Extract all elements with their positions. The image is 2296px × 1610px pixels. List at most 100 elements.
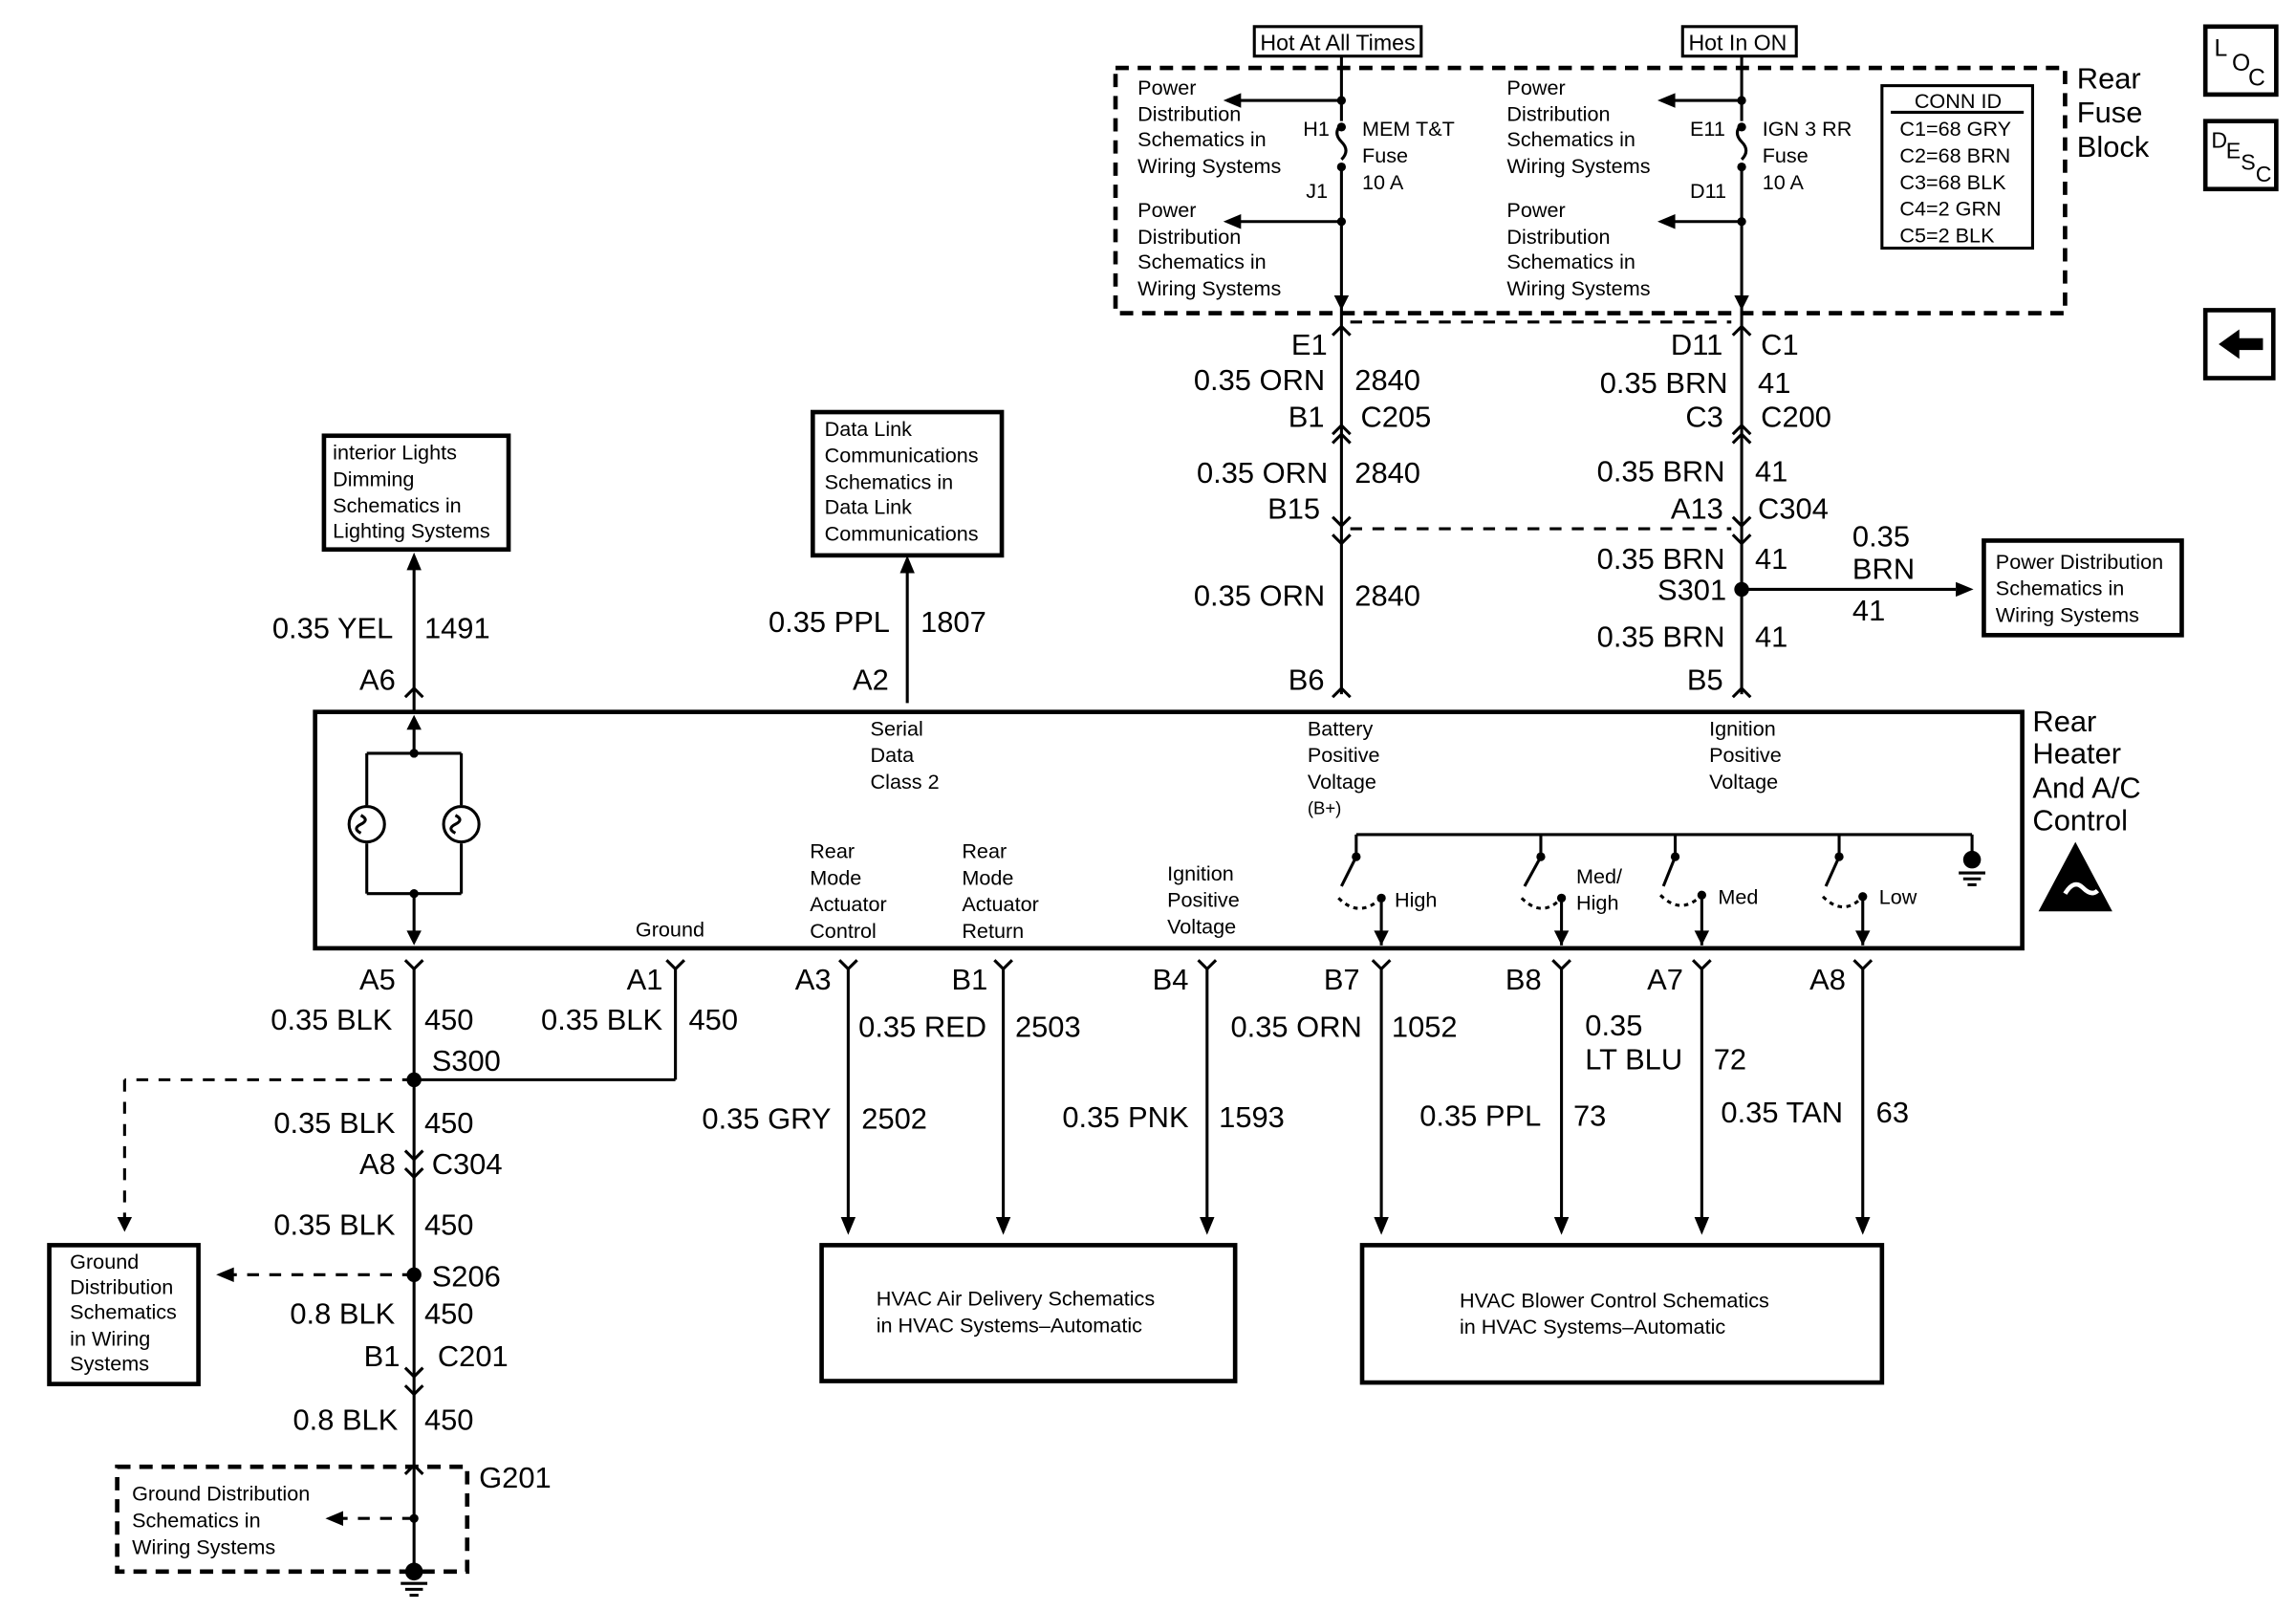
svg-text:Wiring Systems: Wiring Systems xyxy=(1996,602,2139,626)
orn-num-2: 2840 xyxy=(1354,456,1420,490)
svg-text:450: 450 xyxy=(424,1106,474,1140)
hot-in-on-label: Hot In ON xyxy=(1688,31,1787,55)
svg-text:Voltage: Voltage xyxy=(1308,770,1376,794)
svg-text:S: S xyxy=(2241,150,2255,175)
svg-text:Distribution: Distribution xyxy=(1137,102,1241,126)
svg-text:Wiring Systems: Wiring Systems xyxy=(132,1534,275,1558)
ground-label: Ground xyxy=(636,918,704,942)
svg-text:C304: C304 xyxy=(432,1147,503,1181)
hvac-air-delivery-box xyxy=(819,1243,1238,1383)
svg-text:Ignition: Ignition xyxy=(1167,861,1234,885)
pin-j1: J1 xyxy=(1306,179,1328,203)
svg-text:2503: 2503 xyxy=(1015,1011,1081,1044)
svg-text:Systems: Systems xyxy=(70,1352,149,1376)
svg-text:C5=2 BLK: C5=2 BLK xyxy=(1899,223,1995,247)
power-dist-box-4: Power Distribution Schematics in Wiring … xyxy=(1506,198,1650,300)
loc-button[interactable]: L O C xyxy=(2202,24,2279,98)
svg-text:Schematics in: Schematics in xyxy=(825,469,954,493)
brn-num-2: 41 xyxy=(1755,455,1787,489)
svg-text:Power: Power xyxy=(1506,76,1565,99)
svg-text:0.35 BLK: 0.35 BLK xyxy=(273,1208,395,1242)
brn-num-1: 41 xyxy=(1758,366,1790,400)
svg-text:0.35 GRY: 0.35 GRY xyxy=(702,1101,831,1135)
svg-text:10 A: 10 A xyxy=(1763,170,1805,194)
svg-text:Data Link: Data Link xyxy=(825,417,912,441)
serial-data-label: Serial Data Class 2 xyxy=(871,716,940,794)
svg-text:Schematics in: Schematics in xyxy=(1996,577,2125,600)
svg-text:Positive: Positive xyxy=(1167,888,1240,912)
svg-text:IGN 3 RR: IGN 3 RR xyxy=(1763,117,1852,141)
power-dist-box-1: Power Distribution Schematics in Wiring … xyxy=(1137,76,1281,178)
svg-text:72: 72 xyxy=(1714,1043,1746,1077)
svg-text:O: O xyxy=(2232,51,2250,76)
yel-num: 1491 xyxy=(424,611,490,644)
svg-text:Schematics: Schematics xyxy=(70,1300,177,1324)
svg-text:Rear: Rear xyxy=(2032,705,2096,738)
svg-text:Voltage: Voltage xyxy=(1167,914,1236,938)
svg-text:in HVAC Systems–Automatic: in HVAC Systems–Automatic xyxy=(1460,1315,1725,1338)
svg-text:B4: B4 xyxy=(1153,963,1189,996)
svg-text:Distribution: Distribution xyxy=(1506,102,1610,126)
pin-d11-fuse: D11 xyxy=(1690,179,1726,203)
svg-text:Actuator: Actuator xyxy=(962,892,1038,916)
switch-med-high-label-1: Med/ xyxy=(1576,864,1622,888)
orn-num-1: 2840 xyxy=(1354,363,1420,397)
pin-a2: A2 xyxy=(853,663,889,696)
svg-text:0.35 BLK: 0.35 BLK xyxy=(541,1003,662,1036)
svg-text:1593: 1593 xyxy=(1219,1100,1285,1134)
svg-text:Ignition: Ignition xyxy=(1709,716,1776,740)
svg-text:E: E xyxy=(2226,138,2241,163)
air-delivery-circuit-labels: 0.35 RED 2503 0.35 GRY 2502 0.35 PNK 159… xyxy=(702,1011,1284,1136)
ground-symbol-icon xyxy=(1959,850,1985,886)
dimmer-bulb-icon xyxy=(442,805,481,844)
rear-heater-ac-control-module xyxy=(313,709,2025,951)
rear-fuse-block-title-3: Block xyxy=(2077,130,2150,163)
svg-text:0.35 PPL: 0.35 PPL xyxy=(1419,1099,1541,1132)
svg-text:10 A: 10 A xyxy=(1362,170,1404,194)
hot-in-on-box xyxy=(1680,25,1798,58)
svg-text:Positive: Positive xyxy=(1308,743,1380,767)
ignition-bottom-label: Ignition Positive Voltage xyxy=(1167,861,1240,939)
module-title: Rear Heater And A/C Control xyxy=(2032,705,2140,838)
svg-text:450: 450 xyxy=(424,1208,474,1242)
power-dist-right-box xyxy=(1982,538,2184,638)
ground-circuit-labels: 0.35 BLK 450 0.35 BLK 450 S300 0.35 BLK … xyxy=(271,1003,738,1494)
back-button[interactable] xyxy=(2202,308,2276,381)
interior-lights-box xyxy=(321,433,511,553)
brn-c200: C200 xyxy=(1761,400,1831,433)
svg-text:0.35: 0.35 xyxy=(1585,1009,1642,1042)
svg-text:0.35 BLK: 0.35 BLK xyxy=(271,1003,392,1036)
svg-text:A3: A3 xyxy=(795,963,832,996)
svg-text:450: 450 xyxy=(424,1003,474,1036)
svg-text:Rear: Rear xyxy=(810,839,855,863)
desc-button[interactable]: D E S C xyxy=(2202,119,2279,192)
rear-fuse-block-outline xyxy=(1113,65,2068,315)
svg-text:63: 63 xyxy=(1876,1096,1909,1129)
svg-text:1052: 1052 xyxy=(1392,1011,1458,1044)
g201-ground-box xyxy=(115,1464,470,1575)
bottom-pin-labels: A5 A1 A3 B1 B4 B7 B8 A7 A8 xyxy=(359,963,1846,996)
brn-a13: A13 xyxy=(1671,491,1723,525)
svg-text:A7: A7 xyxy=(1647,963,1683,996)
svg-text:Ground: Ground xyxy=(70,1250,139,1273)
svg-text:Schematics in: Schematics in xyxy=(1506,127,1635,151)
brn-d11: D11 xyxy=(1671,328,1722,361)
svg-text:HVAC Blower Control Schematics: HVAC Blower Control Schematics xyxy=(1460,1288,1769,1312)
switch-med-label: Med xyxy=(1718,885,1758,909)
svg-text:D: D xyxy=(2211,127,2227,152)
svg-text:Schematics in: Schematics in xyxy=(132,1508,261,1532)
svg-text:Data Link: Data Link xyxy=(825,495,912,519)
rear-mode-return-label: Rear Mode Actuator Return xyxy=(962,839,1038,943)
ground-g201-dot xyxy=(404,1562,423,1581)
svg-text:Class 2: Class 2 xyxy=(871,770,940,794)
ign-fuse-label: IGN 3 RR Fuse 10 A xyxy=(1763,117,1852,194)
brn-wire-3: 0.35 BRN xyxy=(1597,542,1725,576)
conn-id-table: CONN ID C1=68 GRY C2=68 BRN C3=68 BLK C4… xyxy=(1899,89,2011,248)
svg-text:C: C xyxy=(2256,162,2272,186)
svg-text:0.35 BLK: 0.35 BLK xyxy=(273,1106,395,1140)
svg-text:450: 450 xyxy=(424,1403,474,1437)
power-dist-box-2: Power Distribution Schematics in Wiring … xyxy=(1137,198,1281,300)
svg-text:Serial: Serial xyxy=(871,716,923,740)
svg-text:B1: B1 xyxy=(952,963,988,996)
conn-id-box xyxy=(1880,84,2034,250)
